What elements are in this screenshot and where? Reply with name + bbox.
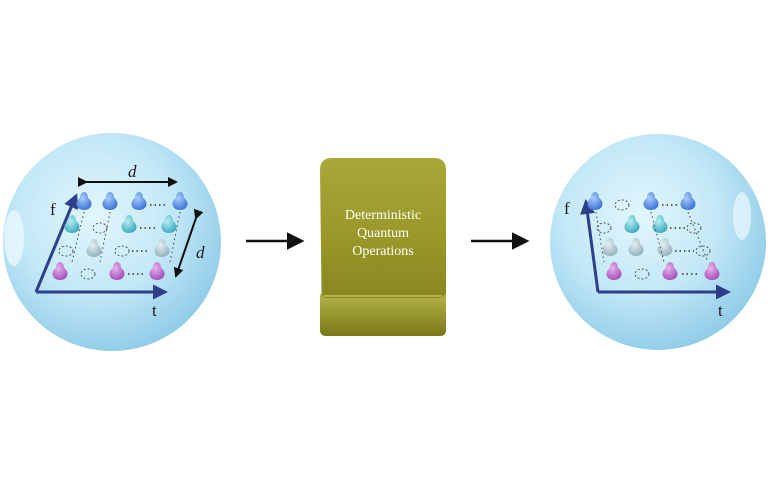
empty-mode [114, 245, 130, 257]
mode-blue [172, 192, 188, 210]
left-f-label: f [50, 200, 56, 219]
mode-blue [131, 192, 147, 210]
mode-gray [154, 239, 170, 257]
box-front [320, 158, 446, 330]
mode-gray [86, 239, 102, 257]
mode-teal [652, 215, 668, 233]
mode-gray [628, 238, 644, 256]
right-axes: f t [564, 199, 731, 320]
right-sphere-highlight [733, 192, 751, 240]
mode-magenta [662, 262, 678, 280]
left-sphere: f t d d [3, 133, 221, 351]
mode-magenta [704, 262, 720, 280]
right-mode-grid [587, 192, 720, 280]
left-axes: f t [34, 193, 168, 320]
empty-mode [58, 245, 74, 257]
box-line-2: Quantum [357, 226, 409, 241]
right-sphere-body [550, 134, 766, 350]
mode-magenta [52, 262, 68, 280]
mode-teal [161, 215, 177, 233]
vertical-dimension-label: d [196, 243, 205, 262]
empty-mode [634, 268, 650, 280]
mode-teal [624, 215, 640, 233]
empty-mode [596, 222, 612, 234]
left-t-label: t [152, 301, 157, 320]
mode-teal [121, 215, 137, 233]
box-line-1: Deterministic [345, 208, 421, 223]
right-f-label: f [564, 199, 570, 218]
mode-magenta [149, 262, 165, 280]
left-sphere-highlight [4, 210, 24, 266]
horizontal-dimension-label: d [128, 162, 137, 181]
left-f-axis [34, 204, 74, 293]
mode-blue [587, 192, 603, 210]
mode-magenta [606, 262, 622, 280]
mode-blue [643, 192, 659, 210]
empty-mode [686, 222, 702, 234]
empty-mode [614, 199, 630, 211]
empty-mode [695, 245, 711, 257]
mode-magenta [109, 262, 125, 280]
vertical-dimension-arrow [173, 208, 204, 278]
left-dimensions: d d [78, 162, 205, 278]
mode-teal [64, 215, 80, 233]
mode-blue [102, 192, 118, 210]
quantum-operations-box: Deterministic Quantum Operations [320, 158, 446, 336]
mode-gray [602, 238, 618, 256]
mode-blue [680, 192, 696, 210]
left-mode-grid [52, 192, 188, 280]
empty-mode [92, 222, 108, 234]
box-line-3: Operations [352, 244, 413, 259]
mode-blue [76, 192, 92, 210]
box-base [320, 292, 446, 336]
right-f-axis [580, 199, 600, 293]
right-sphere: f t [550, 134, 766, 350]
empty-mode [80, 268, 96, 280]
right-t-label: t [718, 301, 723, 320]
